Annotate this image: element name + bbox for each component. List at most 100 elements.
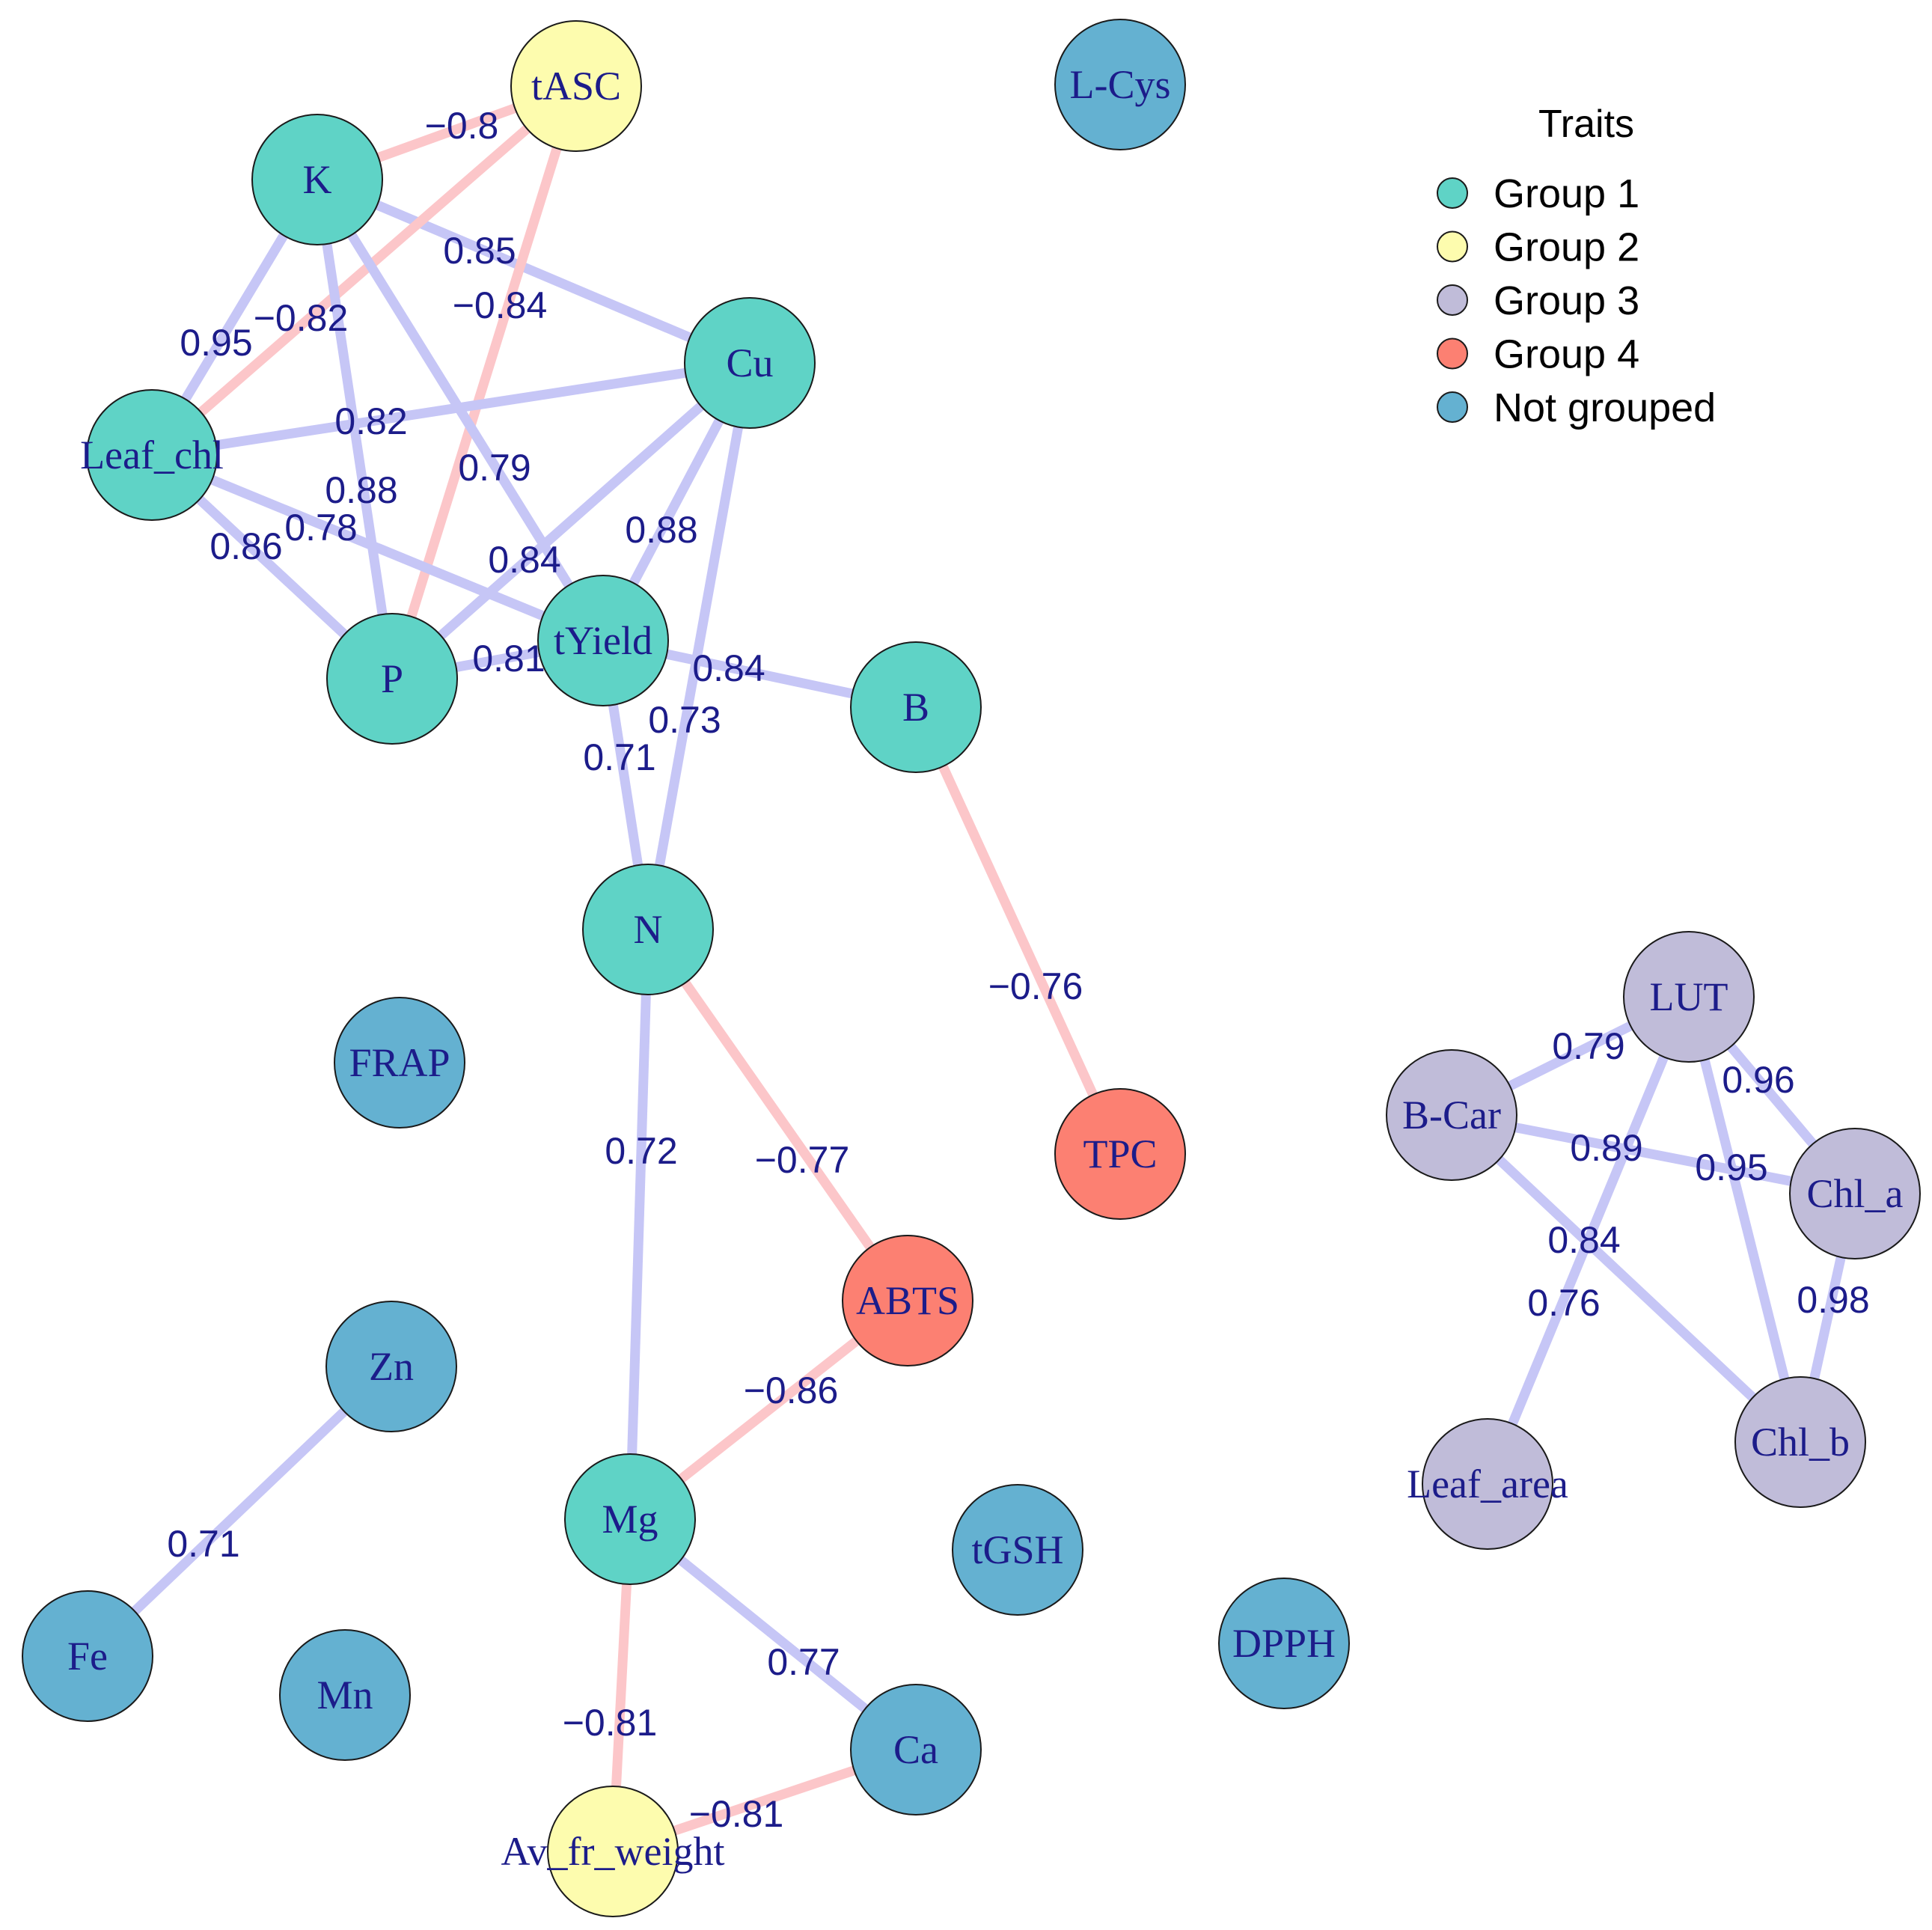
node-tASC — [510, 20, 642, 152]
node-label-Cu: Cu — [726, 341, 773, 385]
node-Av_fr_weight — [547, 1786, 679, 1917]
edge-label-B-Car-Chl_a: 0.89 — [1570, 1127, 1642, 1169]
node-label-LUT: LUT — [1650, 974, 1728, 1019]
legend-title: Traits — [1538, 103, 1634, 146]
edge-Leaf_chl-Cu — [147, 358, 755, 460]
edge-label-B-Car-LUT: 0.79 — [1552, 1025, 1624, 1067]
edge-label-N-Mg: 0.72 — [605, 1130, 677, 1172]
node-tYield — [537, 575, 669, 706]
edge-label-LUT-Chl_a: 0.96 — [1722, 1059, 1794, 1101]
edge-labels-layer: −0.80.85−0.840.95−0.820.820.790.880.780.… — [167, 105, 1869, 1835]
node-label-Zn: Zn — [369, 1344, 414, 1389]
node-TPC — [1054, 1088, 1186, 1220]
node-K — [251, 114, 383, 245]
edge-label-Ca-Av_fr_weight: −0.81 — [689, 1793, 784, 1835]
edge-label-K-P: 0.88 — [325, 469, 397, 511]
edge-B-Car-Chl_b — [1446, 1110, 1806, 1447]
node-label-ABTS: ABTS — [856, 1278, 959, 1323]
legend-swatch-ng — [1437, 391, 1468, 423]
node-label-Chl_a: Chl_a — [1807, 1171, 1904, 1216]
edge-K-tYield — [312, 174, 608, 646]
legend-swatch-g1 — [1437, 177, 1468, 209]
legend-swatch-g4 — [1437, 338, 1468, 370]
edge-Leaf_chl-tYield — [147, 450, 608, 646]
edge-label-B-Car-Chl_b: 0.84 — [1547, 1219, 1620, 1261]
edge-label-N-ABTS: −0.77 — [755, 1139, 850, 1181]
legend-swatch-g3 — [1437, 284, 1468, 316]
edge-Cu-P — [387, 358, 755, 684]
edge-B-TPC — [911, 702, 1125, 1159]
edge-label-Leaf_chl-P: 0.86 — [210, 525, 282, 567]
edge-label-tASC-Leaf_chl: −0.82 — [254, 297, 349, 339]
edge-Cu-N — [643, 358, 755, 935]
edge-label-Leaf_chl-Cu: 0.82 — [334, 400, 407, 442]
edge-label-Cu-N: 0.73 — [648, 699, 721, 741]
edge-N-Mg — [625, 924, 653, 1524]
legend-label-g3: Group 3 — [1494, 278, 1639, 323]
node-Leaf_area — [1422, 1418, 1553, 1550]
edge-label-P-tYield: 0.81 — [472, 638, 545, 680]
edge-LUT-Leaf_area — [1482, 992, 1694, 1489]
node-N — [582, 864, 714, 995]
node-Leaf_chl — [86, 389, 218, 521]
legend-label-g2: Group 2 — [1494, 225, 1639, 270]
edge-label-K-Leaf_chl: 0.95 — [180, 322, 252, 364]
node-label-K: K — [303, 157, 332, 202]
node-label-tGSH: tGSH — [971, 1527, 1063, 1572]
edge-label-ABTS-Mg: −0.86 — [744, 1369, 839, 1411]
node-label-tYield: tYield — [554, 618, 652, 663]
node-label-Fe: Fe — [67, 1634, 108, 1679]
edge-label-LUT-Leaf_area: 0.76 — [1527, 1282, 1600, 1324]
node-label-N: N — [634, 907, 663, 952]
node-Mg — [564, 1453, 696, 1585]
node-Chl_b — [1734, 1376, 1866, 1508]
edge-label-tYield-B: 0.84 — [692, 647, 765, 689]
node-label-DPPH: DPPH — [1232, 1621, 1336, 1666]
node-tGSH — [952, 1484, 1083, 1616]
node-label-FRAP: FRAP — [349, 1040, 450, 1085]
node-DPPH — [1218, 1578, 1350, 1709]
node-FRAP — [334, 997, 465, 1129]
edge-label-Chl_a-Chl_b: 0.98 — [1797, 1279, 1869, 1321]
node-label-Mg: Mg — [602, 1497, 658, 1542]
edge-label-Leaf_chl-tYield: 0.78 — [284, 507, 357, 549]
node-label-Mn: Mn — [317, 1673, 373, 1717]
node-label-Ca: Ca — [893, 1727, 938, 1772]
node-B-Car — [1386, 1049, 1517, 1181]
edge-label-Cu-P: 0.84 — [488, 539, 560, 581]
node-Mn — [279, 1629, 411, 1761]
node-label-L-Cys: L-Cys — [1070, 62, 1171, 107]
node-P — [326, 613, 458, 745]
edge-K-Cu — [312, 174, 755, 368]
node-B — [850, 641, 982, 773]
edge-label-K-tASC: −0.8 — [425, 105, 499, 147]
edge-K-P — [312, 174, 397, 684]
edge-label-Cu-tYield: 0.88 — [625, 509, 697, 551]
node-L-Cys — [1054, 19, 1186, 150]
edge-label-LUT-Chl_b: 0.95 — [1695, 1146, 1767, 1188]
node-Chl_a — [1789, 1128, 1921, 1259]
node-label-Av_fr_weight: Av_fr_weight — [501, 1829, 725, 1874]
node-label-Leaf_chl: Leaf_chl — [80, 433, 224, 477]
legend-label-g4: Group 4 — [1494, 332, 1639, 377]
edge-N-ABTS — [643, 924, 913, 1306]
node-Fe — [22, 1590, 153, 1722]
legend-label-g1: Group 1 — [1494, 171, 1639, 216]
edge-label-Mg-Ca: 0.77 — [767, 1641, 840, 1683]
node-label-P: P — [381, 656, 403, 701]
edge-LUT-Chl_b — [1684, 992, 1806, 1447]
node-label-B: B — [902, 685, 929, 730]
edge-label-B-TPC: −0.76 — [988, 965, 1083, 1007]
edge-label-tYield-N: 0.71 — [583, 736, 655, 778]
node-LUT — [1623, 931, 1755, 1063]
node-label-B-Car: B-Car — [1402, 1093, 1501, 1137]
node-Cu — [684, 297, 816, 429]
node-label-tASC: tASC — [531, 64, 621, 109]
node-label-Chl_b: Chl_b — [1751, 1420, 1850, 1465]
edge-label-Zn-Fe: 0.71 — [167, 1523, 239, 1565]
edge-label-K-tYield: 0.79 — [458, 447, 531, 489]
node-ABTS — [842, 1235, 973, 1366]
edge-B-Car-Chl_a — [1446, 1110, 1860, 1199]
